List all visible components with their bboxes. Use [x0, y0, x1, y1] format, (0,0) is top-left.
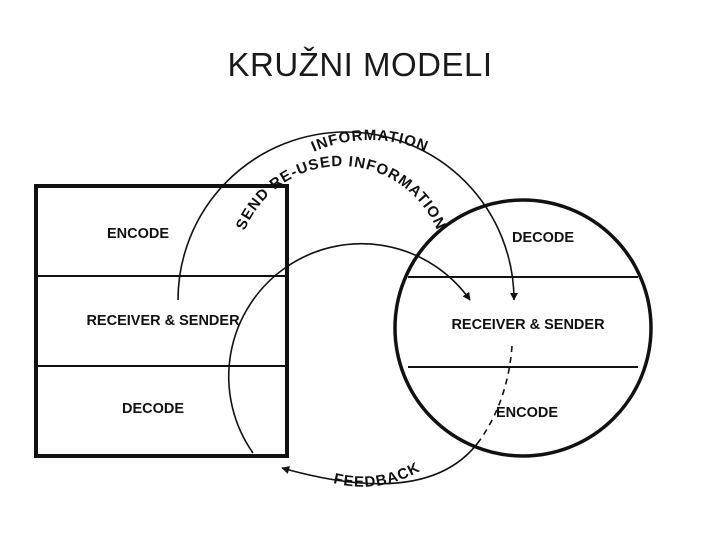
right-circle-receiver-sender-label: RECEIVER & SENDER [451, 317, 605, 333]
feedback-label: FEEDBACK [332, 459, 422, 491]
feedback-arc [281, 439, 481, 485]
left-box-decode-label: DECODE [122, 401, 184, 417]
feedback-arc-dashed [479, 345, 513, 441]
information-label: INFORMATION [309, 127, 430, 155]
right-circle-outline [393, 198, 653, 458]
left-box-encode-label: ENCODE [107, 226, 169, 242]
right-circle-decode-label: DECODE [512, 230, 574, 246]
svg-text:FEEDBACK: FEEDBACK [332, 459, 423, 491]
svg-text:SEND RE-USED INFORMATION: SEND RE-USED INFORMATION [233, 153, 450, 233]
page-title: KRUŽNI MODELI [227, 46, 493, 83]
send-reused-information-flow: SEND RE-USED INFORMATION [227, 153, 471, 454]
left-box-receiver-sender-label: RECEIVER & SENDER [86, 313, 240, 329]
left-box-outline [34, 184, 289, 458]
send-reused-information-arc [227, 242, 471, 454]
information-arc [177, 131, 518, 301]
send-reused-information-label: SEND RE-USED INFORMATION [233, 153, 449, 233]
right-circle-encode-label: ENCODE [496, 405, 558, 421]
svg-text:INFORMATION: INFORMATION [309, 127, 431, 155]
right-circle: DECODE RECEIVER & SENDER ENCODE [393, 198, 653, 458]
left-box: ENCODE RECEIVER & SENDER DECODE [34, 184, 289, 458]
